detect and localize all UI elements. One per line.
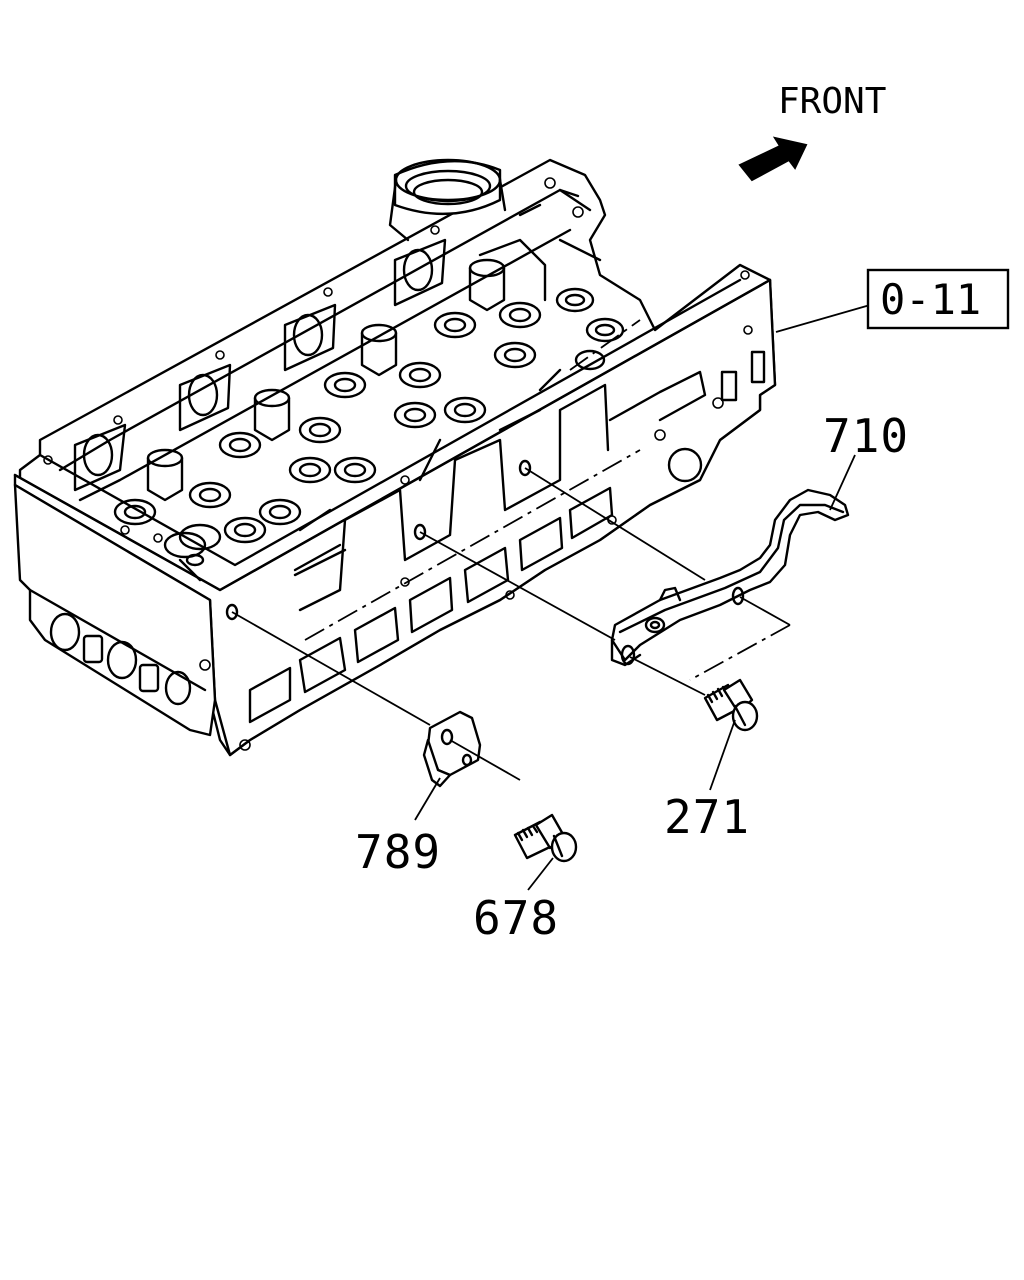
valve-seats [113,287,625,567]
assembly-lines [231,467,791,781]
bolt-271 [703,678,759,732]
callout-678: 678 [473,891,559,945]
cylinder-head [13,158,777,757]
reference-label: 0-11 [880,275,981,324]
front-label: FRONT [778,81,886,122]
arrow-icon [738,136,808,182]
injector-towers [146,258,506,502]
callout-271: 271 [664,790,750,844]
callouts: 710 271 789 678 [355,409,909,945]
cover-plate [422,710,482,788]
front-indicator: FRONT [738,81,886,182]
reference-box: 0-11 [866,268,1010,330]
leader-lines [414,304,871,891]
bracket [610,488,850,667]
cam-saddles [73,238,447,492]
bolt-678 [513,813,578,863]
callout-710: 710 [823,409,909,463]
callout-789: 789 [355,825,441,879]
